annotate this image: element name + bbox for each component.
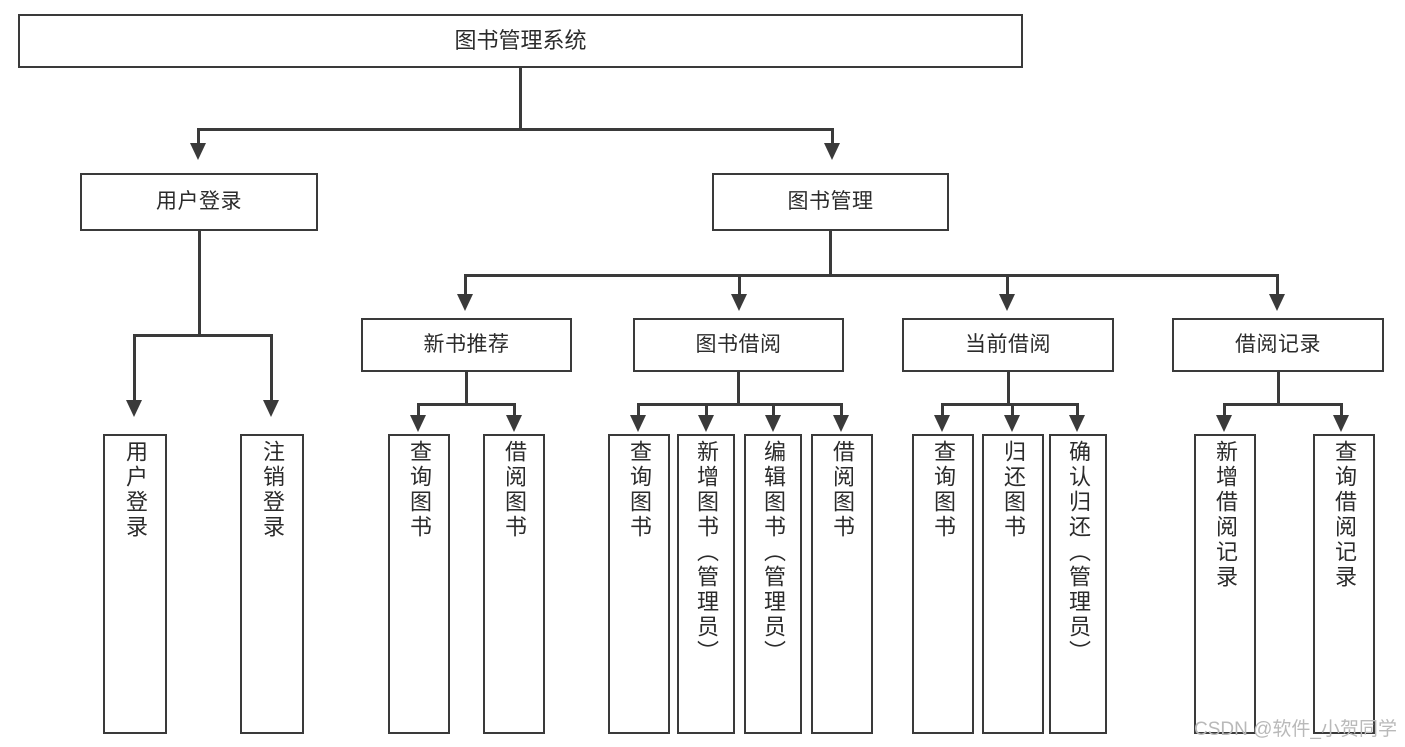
connector-new-book-bar: [417, 403, 516, 406]
node-label: 归还图书: [1001, 440, 1026, 540]
connector-root-to-user-login: [197, 128, 200, 148]
leaf-user-login[interactable]: 用户登录: [103, 434, 167, 734]
leaf-return-book[interactable]: 归还图书: [982, 434, 1044, 734]
leaf-confirm-return-admin[interactable]: 确认归还（管理员）: [1049, 434, 1107, 734]
connector-current-borrow-child-2: [1011, 403, 1014, 419]
arrowhead-borrow-record: [1269, 294, 1285, 311]
node-label: 新增借阅记录: [1213, 440, 1238, 590]
arrowhead-leaf-logout: [263, 400, 279, 417]
node-label: 新增图书（管理员）: [694, 440, 719, 665]
arrowhead-leaf-user-login: [126, 400, 142, 417]
arrowhead-leaf-edit-book: [765, 415, 781, 432]
leaf-borrow-book[interactable]: 借阅图书: [811, 434, 873, 734]
connector-borrow-record-child-1: [1223, 403, 1226, 419]
arrowhead-user-login: [190, 143, 206, 160]
connector-book-borrow-child-4: [840, 403, 843, 419]
connector-book-borrow-bar: [637, 403, 843, 406]
node-label: 借阅图书: [830, 440, 855, 540]
connector-current-borrow-child-1: [941, 403, 944, 419]
leaf-add-book-admin[interactable]: 新增图书（管理员）: [677, 434, 735, 734]
connector-user-login-stem: [198, 231, 201, 336]
leaf-add-borrow-record[interactable]: 新增借阅记录: [1194, 434, 1256, 734]
connector-book-borrow-child-1: [637, 403, 640, 419]
node-label: 用户登录: [123, 440, 148, 540]
connector-root-stem: [519, 68, 522, 130]
connector-borrow-record-bar: [1223, 403, 1343, 406]
node-label: 新书推荐: [423, 332, 510, 356]
connector-user-login-child-1: [133, 334, 136, 404]
node-new-book-recommend[interactable]: 新书推荐: [361, 318, 572, 372]
node-label: 确认归还（管理员）: [1066, 440, 1091, 665]
connector-new-book-stem: [465, 372, 468, 405]
connector-book-borrow-child-2: [705, 403, 708, 419]
arrowhead-current-borrow: [999, 294, 1015, 311]
node-label: 借阅记录: [1235, 332, 1321, 356]
arrowhead-leaf-add-record: [1216, 415, 1232, 432]
connector-current-borrow-stem: [1007, 372, 1010, 405]
arrowhead-leaf-query-book-1: [410, 415, 426, 432]
connector-user-login-bar: [133, 334, 273, 337]
leaf-edit-book-admin[interactable]: 编辑图书（管理员）: [744, 434, 802, 734]
connector-to-current-borrow: [1006, 274, 1009, 298]
arrowhead-leaf-query-book-2: [630, 415, 646, 432]
node-book-borrow[interactable]: 图书借阅: [633, 318, 844, 372]
node-book-management[interactable]: 图书管理: [712, 173, 949, 231]
node-label: 用户登录: [156, 189, 242, 213]
arrowhead-leaf-return-book: [1004, 415, 1020, 432]
connector-book-mgmt-bar: [464, 274, 1279, 277]
node-label: 查询图书: [931, 440, 956, 540]
node-label: 查询借阅记录: [1332, 440, 1357, 590]
arrowhead-leaf-add-book: [698, 415, 714, 432]
connector-new-book-child-2: [513, 403, 516, 419]
connector-current-borrow-child-3: [1076, 403, 1079, 419]
connector-to-book-borrow: [738, 274, 741, 298]
node-label: 查询图书: [407, 440, 432, 540]
connector-current-borrow-bar: [941, 403, 1079, 406]
arrowhead-book-mgmt: [824, 143, 840, 160]
node-label: 当前借阅: [965, 332, 1051, 356]
node-label: 查询图书: [627, 440, 652, 540]
node-user-login[interactable]: 用户登录: [80, 173, 318, 231]
leaf-query-borrow-record[interactable]: 查询借阅记录: [1313, 434, 1375, 734]
leaf-borrow-query-book[interactable]: 查询图书: [608, 434, 670, 734]
watermark-credit: CSDN @软件_小贺同学: [1194, 719, 1397, 740]
arrowhead-leaf-borrow-book-2: [833, 415, 849, 432]
connector-to-borrow-record: [1276, 274, 1279, 298]
node-root-system[interactable]: 图书管理系统: [18, 14, 1023, 68]
connector-user-login-child-2: [270, 334, 273, 404]
connector-root-to-book-mgmt: [831, 128, 834, 148]
leaf-current-query-book[interactable]: 查询图书: [912, 434, 974, 734]
leaf-new-book-query[interactable]: 查询图书: [388, 434, 450, 734]
node-label: 图书管理: [787, 189, 874, 213]
arrowhead-leaf-query-book-3: [934, 415, 950, 432]
connector-borrow-record-stem: [1277, 372, 1280, 405]
arrowhead-leaf-confirm-return: [1069, 415, 1085, 432]
arrowhead-new-book-recommend: [457, 294, 473, 311]
connector-new-book-child-1: [417, 403, 420, 419]
node-label: 注销登录: [260, 440, 285, 540]
leaf-logout[interactable]: 注销登录: [240, 434, 304, 734]
node-label: 图书借阅: [695, 332, 782, 356]
node-borrow-record[interactable]: 借阅记录: [1172, 318, 1384, 372]
connector-book-borrow-stem: [737, 372, 740, 405]
arrowhead-leaf-borrow-book-1: [506, 415, 522, 432]
node-current-borrow[interactable]: 当前借阅: [902, 318, 1114, 372]
connector-book-mgmt-stem: [829, 231, 832, 276]
node-label: 图书管理系统: [454, 28, 587, 54]
connector-borrow-record-child-2: [1340, 403, 1343, 419]
connector-book-borrow-child-3: [772, 403, 775, 419]
connector-root-bar: [197, 128, 834, 131]
leaf-new-book-borrow[interactable]: 借阅图书: [483, 434, 545, 734]
arrowhead-leaf-query-record: [1333, 415, 1349, 432]
connector-to-new-book: [464, 274, 467, 298]
arrowhead-book-borrow: [731, 294, 747, 311]
node-label: 借阅图书: [502, 440, 527, 540]
node-label: 编辑图书（管理员）: [761, 440, 786, 665]
